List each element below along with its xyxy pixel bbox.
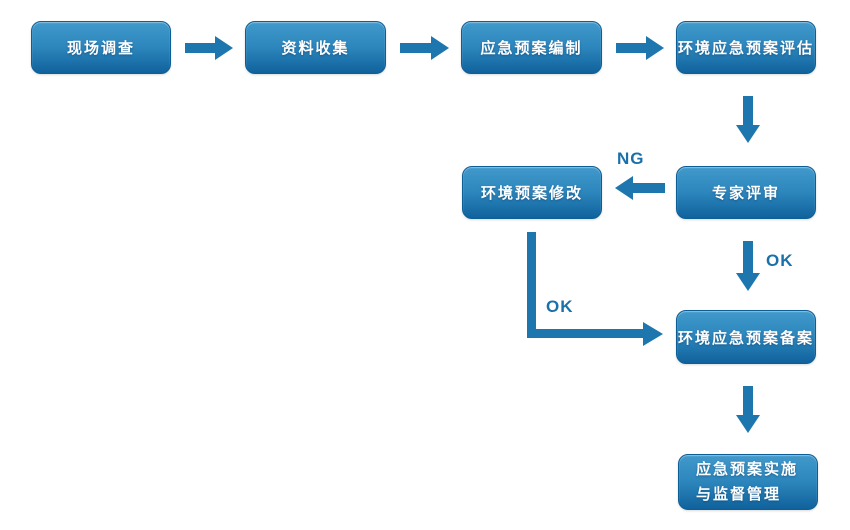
edge-label-ng: NG	[617, 149, 645, 168]
edge-label-ok-revision-path: OK	[546, 297, 574, 316]
arrow-stem	[185, 43, 215, 53]
node-plan-assessment-label: 环境应急预案评估	[677, 40, 814, 57]
edge-label-ok-review-path: OK	[766, 251, 794, 270]
arrow-plan-compilation-to-plan-assessment	[616, 36, 664, 60]
arrow-right-head-icon	[646, 36, 664, 60]
arrow-expert-review-to-plan-filing	[736, 241, 760, 291]
arrow-down-head-icon	[736, 273, 760, 291]
arrow-right-head-icon	[431, 36, 449, 60]
node-plan-assessment: 环境应急预案评估	[676, 21, 816, 74]
node-plan-revision: 环境预案修改	[462, 166, 602, 219]
arrow-expert-review-to-plan-revision	[615, 176, 665, 200]
node-plan-compilation: 应急预案编制	[461, 21, 602, 74]
elbow-connector-vertical-segment	[527, 232, 536, 338]
node-plan-filing: 环境应急预案备案	[676, 310, 816, 364]
arrow-right-head-icon	[643, 322, 663, 346]
arrow-stem	[400, 43, 431, 53]
node-site-survey-label: 现场调查	[66, 40, 135, 57]
arrow-down-head-icon	[736, 125, 760, 143]
node-plan-revision-label: 环境预案修改	[480, 185, 583, 202]
node-data-collection: 资料收集	[245, 21, 386, 74]
node-implementation: 应急预案实施 与监督管理	[678, 454, 818, 510]
arrow-site-survey-to-data-collection	[185, 36, 233, 60]
node-site-survey: 现场调查	[31, 21, 171, 74]
arrow-stem	[743, 386, 753, 415]
elbow-connector-horizontal-segment	[527, 329, 643, 338]
arrow-left-head-icon	[615, 176, 633, 200]
arrow-stem	[743, 96, 753, 125]
node-data-collection-label: 资料收集	[281, 40, 350, 57]
node-plan-compilation-label: 应急预案编制	[480, 40, 583, 57]
arrow-plan-filing-to-implementation	[736, 386, 760, 433]
arrow-stem	[616, 43, 646, 53]
arrow-plan-assessment-to-expert-review	[736, 96, 760, 143]
arrow-stem	[743, 241, 753, 273]
node-implementation-label: 应急预案实施 与监督管理	[696, 461, 799, 503]
node-expert-review-label: 专家评审	[711, 185, 780, 202]
node-expert-review: 专家评审	[676, 166, 816, 219]
arrow-down-head-icon	[736, 415, 760, 433]
node-plan-filing-label: 环境应急预案备案	[677, 329, 814, 347]
arrow-right-head-icon	[215, 36, 233, 60]
arrow-data-collection-to-plan-compilation	[400, 36, 449, 60]
arrow-stem	[633, 183, 665, 193]
